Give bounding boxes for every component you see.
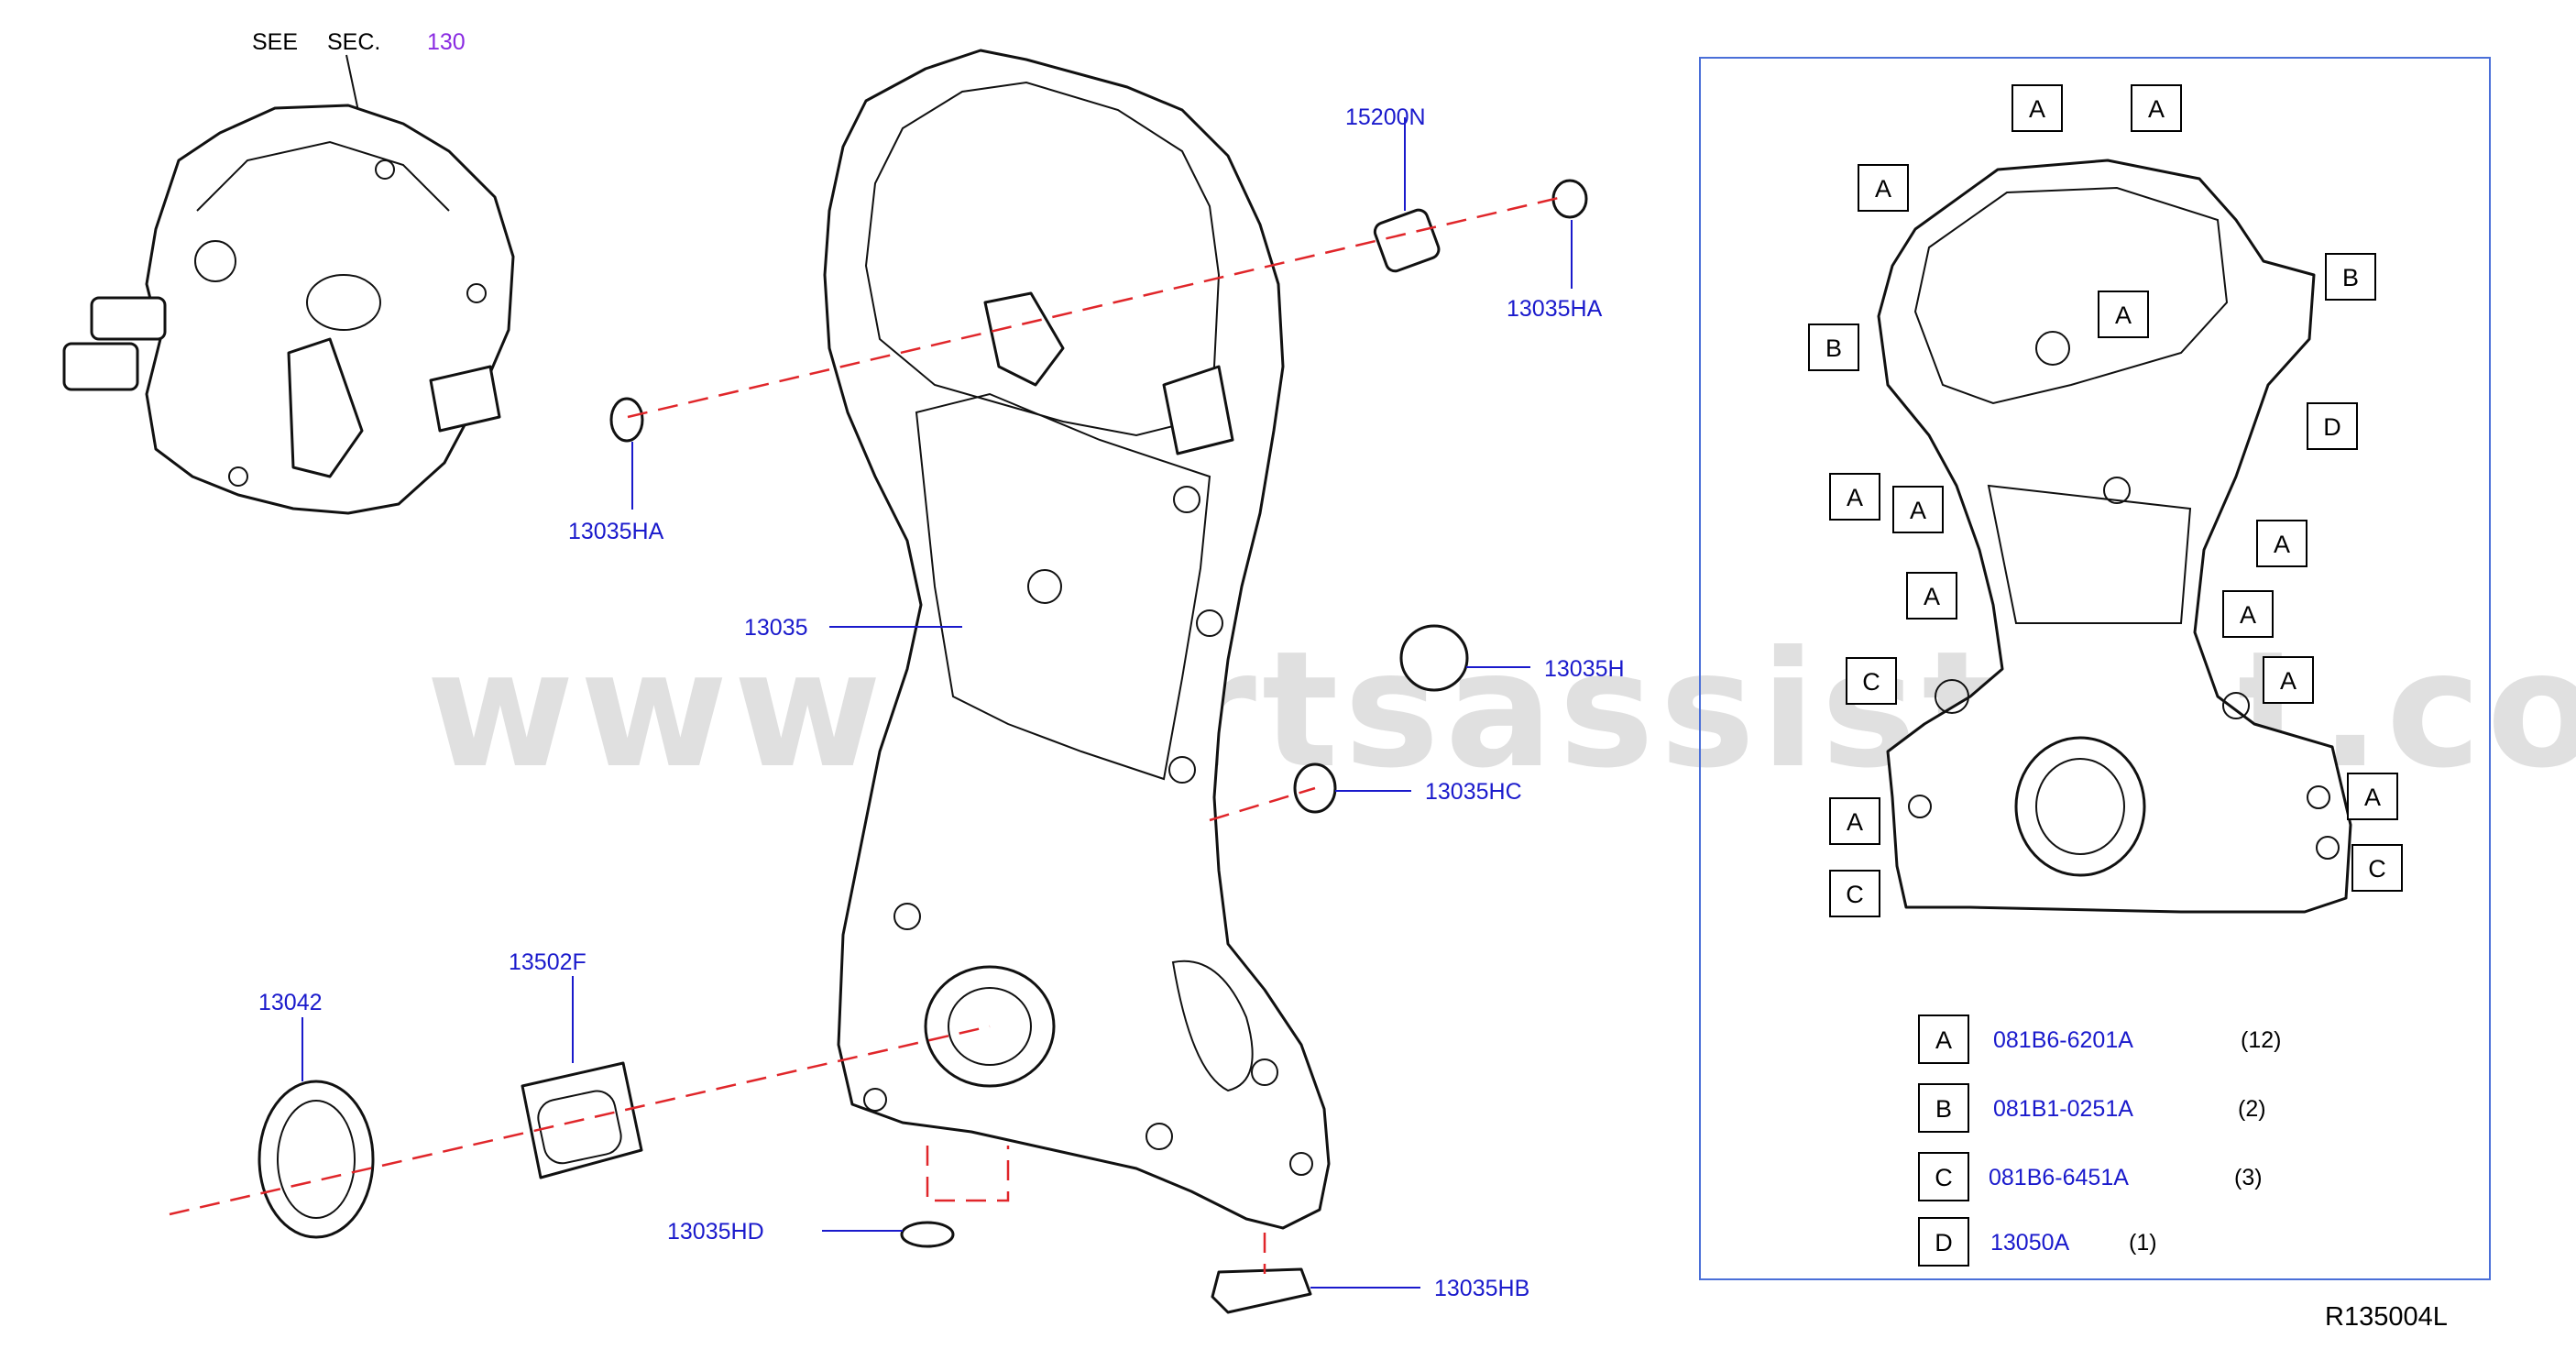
svg-text:A: A	[2148, 95, 2165, 123]
marker-c[interactable]: C	[2351, 844, 2403, 892]
legend-row: A 081B6-6201A (12)	[1918, 1015, 2281, 1064]
section-ref-link[interactable]: 130	[427, 29, 466, 55]
svg-text:B: B	[2342, 264, 2359, 291]
marker-b[interactable]: B	[1808, 324, 1859, 371]
callout-13502F[interactable]: 13502F	[509, 949, 586, 975]
callout-13035HC[interactable]: 13035HC	[1425, 779, 1522, 805]
legend-marker	[1918, 1152, 1969, 1201]
oring-13035H	[1399, 624, 1469, 692]
marker-a[interactable]: A	[2263, 656, 2314, 704]
gasket-13035HD	[900, 1221, 955, 1248]
callout-13035[interactable]: 13035	[744, 615, 808, 641]
legend-marker-letter: B	[1935, 1095, 1952, 1123]
svg-text:A: A	[2364, 784, 2381, 811]
legend-marker-letter: A	[1935, 1026, 1952, 1054]
svg-text:A: A	[1847, 808, 1863, 836]
assembly-lines	[169, 195, 1563, 1274]
marker-a[interactable]: A	[2131, 84, 2182, 132]
svg-text:A: A	[1875, 175, 1891, 203]
legend-marker	[1918, 1083, 1969, 1133]
marker-a[interactable]: A	[2222, 590, 2274, 638]
svg-text:C: C	[1862, 668, 1880, 696]
callouts: 15200N 13035HA 13035HA 13035 13035H 1303…	[258, 104, 1625, 1301]
callout-13035HA-top[interactable]: 13035HA	[1507, 296, 1603, 322]
oring-13035HA-top	[1551, 179, 1588, 219]
marker-a[interactable]: A	[1906, 572, 1957, 620]
seal-13042	[258, 1080, 375, 1239]
marker-c[interactable]: C	[1829, 870, 1880, 917]
legend-part-number[interactable]: 081B1-0251A	[1993, 1096, 2133, 1122]
diagram-code: R135004L	[2325, 1302, 2448, 1332]
see-label: SEE	[252, 29, 298, 55]
bolt-detail-panel	[1699, 57, 2491, 1280]
svg-text:A: A	[1910, 497, 1926, 524]
callout-13035HD[interactable]: 13035HD	[667, 1219, 764, 1245]
svg-text:B: B	[1825, 335, 1842, 362]
marker-b[interactable]: B	[2325, 253, 2376, 301]
legend-row: B 081B1-0251A (2)	[1918, 1083, 2266, 1133]
legend-part-number[interactable]: 081B6-6201A	[1993, 1027, 2133, 1053]
legend-part-number[interactable]: 13050A	[1990, 1230, 2070, 1256]
legend-marker	[1918, 1217, 1969, 1267]
svg-text:A: A	[1924, 583, 1940, 610]
timing-case-assembly	[62, 104, 515, 515]
callout-13042[interactable]: 13042	[258, 990, 323, 1015]
sec-label: SEC.	[327, 29, 380, 55]
gasket-13035HB	[1211, 1267, 1312, 1314]
svg-text:C: C	[1846, 881, 1864, 908]
strainer-15200N	[1373, 208, 1441, 273]
detail-cover-outline	[1877, 159, 2352, 914]
legend-qty: (3)	[2234, 1165, 2263, 1190]
legend-qty: (12)	[2241, 1027, 2281, 1053]
callout-15200N[interactable]: 15200N	[1345, 104, 1426, 130]
svg-text:A: A	[2274, 531, 2290, 558]
legend-qty: (2)	[2238, 1096, 2266, 1122]
legend-marker-letter: C	[1935, 1164, 1953, 1191]
marker-d[interactable]: D	[2307, 402, 2358, 450]
svg-text:A: A	[2029, 95, 2045, 123]
svg-text:A: A	[2240, 601, 2256, 629]
bolt-legend: A 081B6-6201A (12) B 081B1-0251A (2) C 0…	[1918, 1015, 2281, 1267]
callout-13035HA-left[interactable]: 13035HA	[568, 519, 664, 544]
legend-part-number[interactable]: 081B6-6451A	[1989, 1165, 2129, 1190]
marker-a[interactable]: A	[1892, 486, 1944, 533]
marker-a[interactable]: A	[2011, 84, 2063, 132]
marker-a[interactable]: A	[2347, 773, 2398, 820]
front-cover-13035	[823, 49, 1331, 1230]
legend-marker	[1918, 1015, 1969, 1064]
svg-text:A: A	[1847, 484, 1863, 511]
legend-row: C 081B6-6451A (3)	[1918, 1152, 2263, 1201]
svg-text:A: A	[2280, 667, 2296, 695]
legend-row: D 13050A (1)	[1918, 1217, 2157, 1267]
legend-qty: (1)	[2129, 1230, 2157, 1256]
svg-text:D: D	[2323, 413, 2341, 441]
legend-marker-letter: D	[1935, 1229, 1953, 1256]
bolt-markers: A A A B A B D A A A A A C A A A C C	[1808, 84, 2403, 917]
callout-13035H[interactable]: 13035H	[1544, 656, 1625, 682]
marker-a[interactable]: A	[2256, 520, 2307, 567]
callout-13035HB[interactable]: 13035HB	[1434, 1276, 1529, 1301]
marker-a[interactable]: A	[1858, 164, 1909, 212]
marker-a[interactable]: A	[1829, 473, 1880, 521]
oring-13035HA-left	[609, 397, 644, 443]
marker-c[interactable]: C	[1846, 657, 1897, 705]
svg-text:C: C	[2368, 855, 2386, 883]
marker-a[interactable]: A	[2098, 291, 2149, 338]
marker-a[interactable]: A	[1829, 797, 1880, 845]
svg-text:A: A	[2115, 302, 2132, 329]
